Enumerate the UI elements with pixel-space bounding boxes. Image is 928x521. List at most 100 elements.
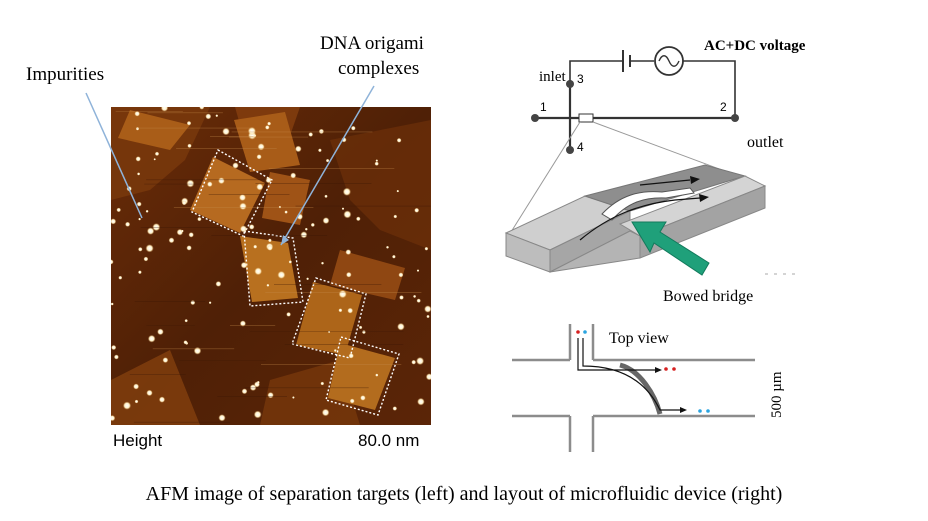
impurity-particle	[300, 231, 308, 239]
impurity-particle	[133, 383, 140, 390]
blue-dot	[706, 409, 710, 413]
impurity-particle	[111, 344, 117, 351]
origami-tile	[240, 236, 298, 302]
bowed-bridge-shape	[601, 187, 695, 221]
impurity-particle	[239, 202, 247, 210]
impurities-pointer	[85, 92, 143, 219]
impurity-particle	[361, 330, 366, 335]
impurity-particle	[327, 330, 331, 334]
impurity-particle	[197, 216, 202, 222]
origami-tile	[328, 343, 395, 410]
tv-path-red	[577, 338, 655, 371]
impurity-particle	[248, 224, 255, 230]
impurity-particle	[186, 245, 192, 251]
impurity-particle	[333, 349, 337, 352]
wire-right	[683, 60, 736, 118]
impurity-particle	[324, 194, 328, 198]
impurity-particle	[310, 222, 315, 227]
impurity-particle	[277, 270, 286, 279]
impurity-particle	[111, 302, 114, 306]
impurity-particle	[396, 137, 402, 143]
impurity-particle	[135, 126, 140, 131]
impurity-particle	[424, 305, 431, 313]
impurity-particle	[181, 200, 187, 206]
impurity-particle	[424, 246, 429, 251]
impurity-particle	[184, 319, 188, 323]
impurity-particle	[399, 295, 404, 300]
impurity-particle	[290, 172, 297, 179]
flow-arrowhead-upper	[690, 176, 700, 184]
impurity-particle	[137, 172, 141, 176]
impurity-particle	[325, 158, 330, 163]
impurity-particle	[343, 210, 352, 219]
impurity-particle	[416, 269, 420, 272]
red-dot	[672, 367, 676, 371]
impurity-particle	[411, 359, 417, 365]
impurity-particle	[239, 320, 246, 327]
impurity-particle	[265, 177, 272, 184]
impurity-particle	[295, 145, 302, 153]
zoom-region-box	[578, 113, 594, 123]
tv-bridge-curve	[619, 362, 663, 415]
impurity-particle	[265, 125, 270, 130]
impurity-particle	[134, 110, 140, 117]
port-2-dot	[731, 114, 739, 122]
impurity-particle	[158, 396, 166, 403]
impurity-particle	[356, 216, 361, 222]
impurity-particle	[153, 158, 156, 161]
afm-scale-label: 80.0 nm	[358, 431, 419, 450]
tv-particles	[576, 330, 710, 413]
impurity-particle	[350, 125, 356, 131]
impurity-particle	[146, 389, 153, 397]
impurity-particle	[208, 301, 212, 305]
impurity-particle	[392, 254, 396, 259]
impurity-particle	[392, 406, 398, 411]
origami-tile	[118, 110, 190, 150]
impurity-particle	[162, 357, 169, 363]
impurity-particle	[111, 218, 117, 225]
red-dot	[576, 330, 580, 334]
impurity-particle	[138, 247, 143, 252]
port-4-label: 4	[577, 140, 584, 154]
impurity-particle	[256, 154, 262, 160]
impurity-particle	[256, 380, 260, 384]
impurity-particle	[122, 401, 132, 410]
impurity-particle	[256, 183, 264, 191]
impurity-particle	[186, 179, 195, 188]
impurity-particle	[145, 244, 154, 253]
impurity-particle	[322, 217, 330, 225]
port-3-dot	[566, 80, 574, 88]
impurity-particle	[321, 408, 330, 417]
impurity-particle	[345, 249, 352, 256]
flow-line-lower	[579, 197, 701, 241]
impurity-particle	[218, 177, 225, 185]
top-view-label: Top view	[609, 330, 669, 347]
circuit-diagram	[535, 46, 736, 150]
impurity-particle	[135, 156, 141, 162]
port-3-label: 3	[577, 72, 584, 86]
impurity-particle	[222, 127, 230, 136]
impurity-particle	[181, 229, 184, 233]
impurity-particle	[398, 272, 404, 278]
flow-arrowhead-lower	[699, 194, 709, 202]
impurity-particle	[147, 334, 156, 343]
dna-origami-pointer-head	[281, 235, 289, 245]
impurity-particle	[288, 260, 292, 264]
impurities-label: Impurities	[26, 64, 104, 85]
figure-caption: AFM image of separation targets (left) a…	[146, 483, 783, 505]
impurity-particle	[125, 221, 131, 227]
impurity-particle	[375, 373, 379, 377]
impurity-particle	[414, 207, 420, 213]
impurity-particle	[374, 161, 379, 166]
impurity-particle	[240, 261, 248, 269]
impurity-particle	[304, 227, 308, 231]
impurity-particle	[218, 414, 226, 422]
port-2-label: 2	[720, 100, 727, 114]
afm-height-label: Height	[113, 431, 162, 450]
teal-arrow	[631, 221, 710, 276]
voltage-label: AC+DC voltage	[704, 38, 806, 54]
impurity-particle	[342, 187, 351, 196]
impurity-particle	[346, 271, 352, 278]
